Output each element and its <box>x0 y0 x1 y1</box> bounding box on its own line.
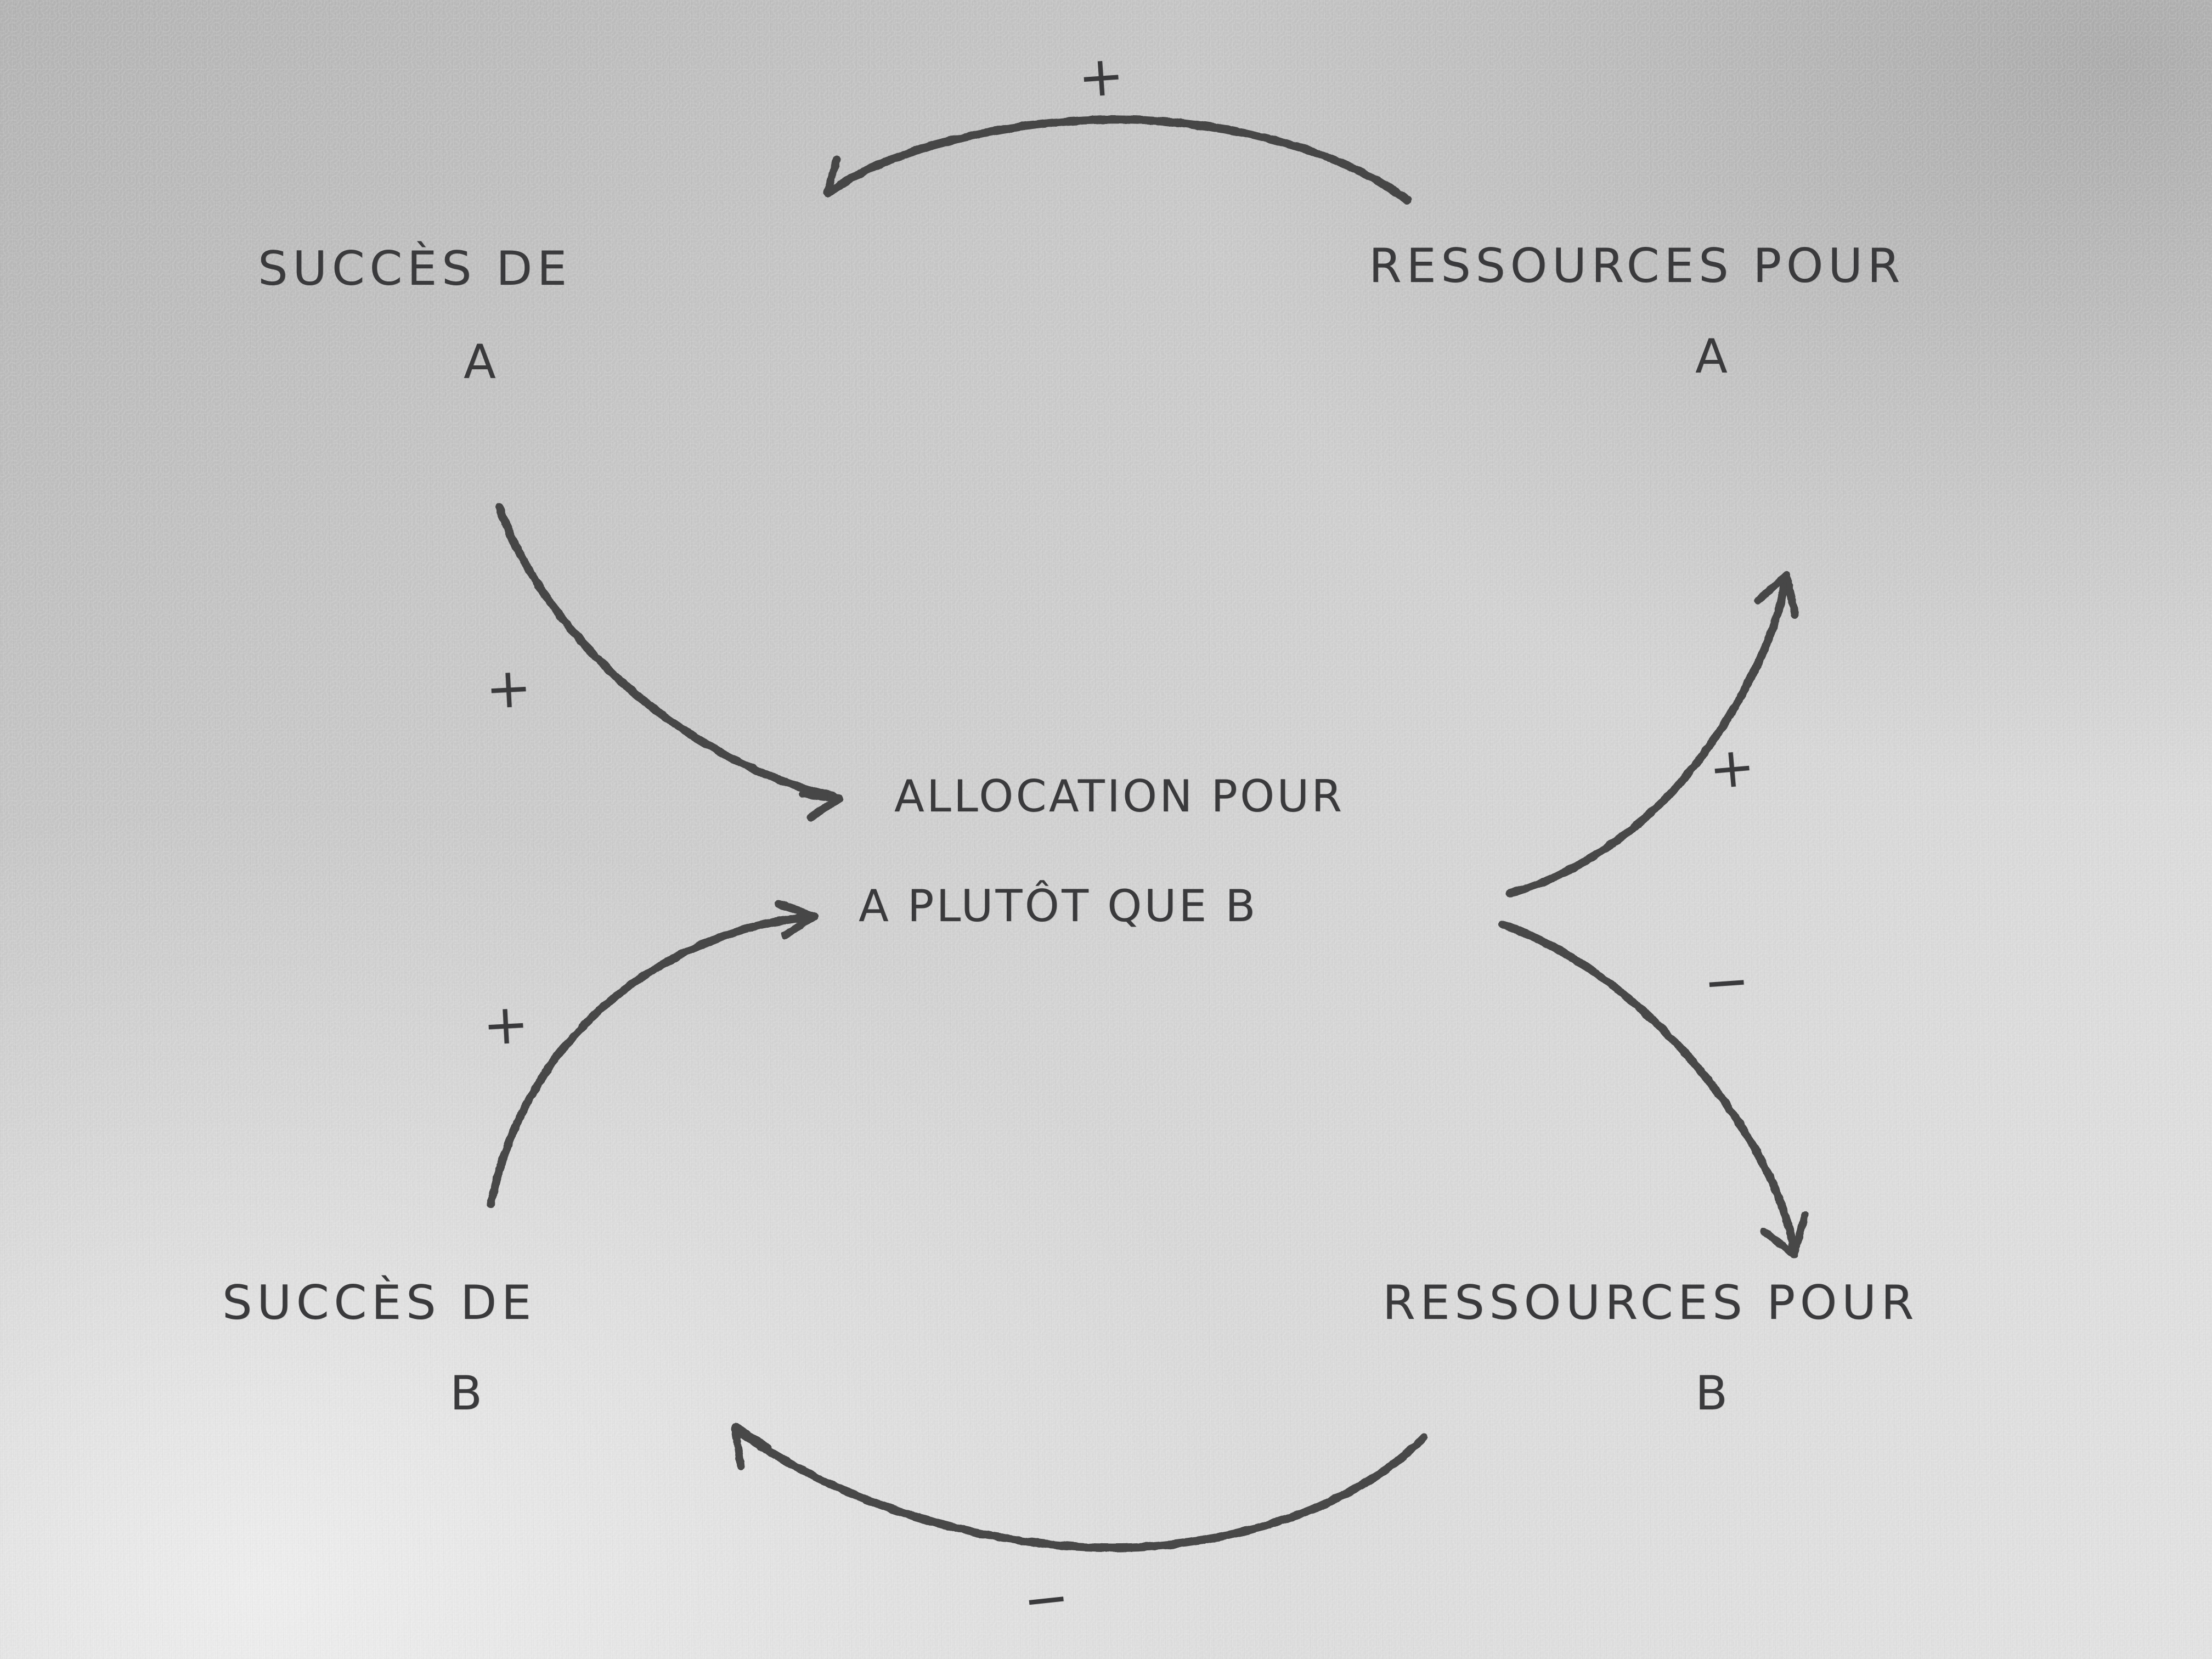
node-allocation-line1: ALLOCATION POUR <box>894 771 1345 822</box>
node-succes-a-line1: SUCCÈS DE <box>258 241 572 296</box>
polarity-sign-right-lower: − <box>1701 948 1752 1015</box>
link-allocation-to-ressources-a <box>1505 571 1799 898</box>
polarity-sign-lower-left: + <box>481 991 531 1058</box>
node-succes-b-line2: B <box>450 1366 487 1421</box>
link-succes-a-to-allocation <box>495 503 843 821</box>
node-ressources-b-line1: RESSOURCES POUR <box>1383 1276 1918 1330</box>
polarity-sign-top: + <box>1075 43 1126 110</box>
polarity-sign-upper-left: + <box>483 654 533 722</box>
node-succes-a-line2: A <box>464 335 501 390</box>
node-ressources-a-line2: A <box>1695 329 1733 384</box>
node-succes-b-line1: SUCCÈS DE <box>222 1276 536 1330</box>
polarity-sign-bottom: − <box>1020 1564 1073 1634</box>
link-ressources-b-to-succes-b <box>731 1423 1428 1552</box>
polarity-sign-right-upper: + <box>1706 733 1758 802</box>
link-ressources-a-to-succes-a <box>823 115 1412 205</box>
node-ressources-b-line2: B <box>1695 1366 1733 1421</box>
node-ressources-a-line1: RESSOURCES POUR <box>1369 239 1905 294</box>
node-allocation-line2: A PLUTÔT QUE B <box>859 881 1258 932</box>
link-succes-b-to-allocation <box>487 900 818 1209</box>
link-allocation-to-ressources-b <box>1499 920 1809 1258</box>
